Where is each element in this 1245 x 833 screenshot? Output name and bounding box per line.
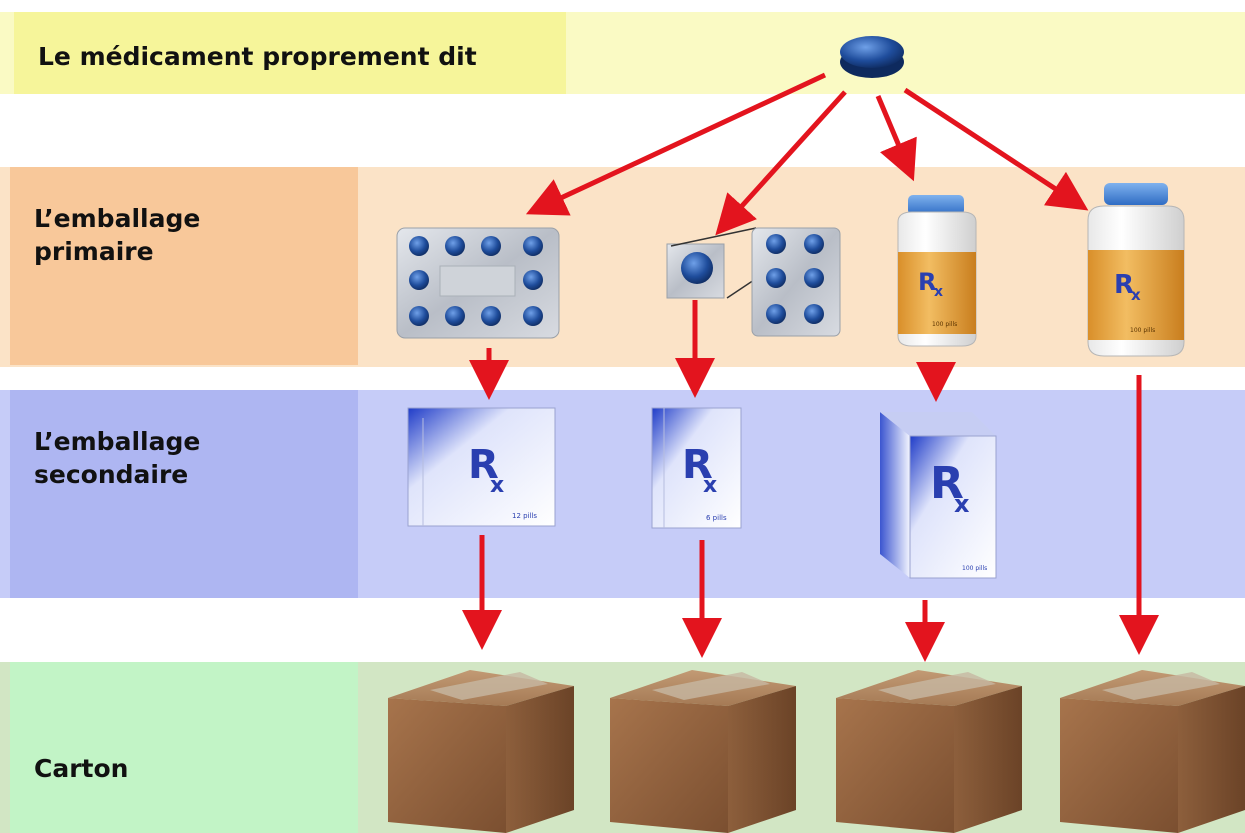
svg-text:x: x xyxy=(703,473,717,498)
medicament-label: Le médicament proprement dit xyxy=(38,42,477,71)
arrow-pill-to-single-blister xyxy=(715,90,847,236)
arrow-pill-to-small-bottle xyxy=(875,95,917,182)
blister-pack-icon xyxy=(396,227,560,339)
carton-box-icon-1 xyxy=(388,670,574,833)
carton-label: Carton xyxy=(34,754,129,783)
secondaire-label: L’emballage secondaire xyxy=(34,425,200,491)
svg-text:x: x xyxy=(954,490,970,518)
large-bottle-label: 100 pills xyxy=(1130,327,1155,334)
primaire-label-line2: primaire xyxy=(34,237,154,266)
box-12-label: 12 pills xyxy=(512,512,537,520)
secondaire-label-line2: secondaire xyxy=(34,460,189,489)
medicament-label-box xyxy=(14,12,566,94)
svg-text:x: x xyxy=(934,284,943,300)
arrow-pill-to-blister xyxy=(525,72,827,216)
secondaire-label-line1: L’emballage xyxy=(34,427,201,456)
arrows-from-pill xyxy=(525,72,1089,236)
arrows-secondary-to-carton xyxy=(462,535,945,662)
small-bottle-icon: R x 100 pills xyxy=(897,195,977,347)
svg-text:R: R xyxy=(918,268,936,296)
large-bottle-icon: R x 100 pills xyxy=(1087,183,1185,357)
single-blister-icon xyxy=(666,227,773,299)
blister-pack-6-icon xyxy=(751,227,841,337)
primaire-label-line1: L’emballage xyxy=(34,204,201,233)
carton-box-icon-3 xyxy=(836,670,1022,833)
svg-text:x: x xyxy=(1131,286,1141,304)
svg-text:x: x xyxy=(490,473,504,498)
rx-box-12-icon: R x 12 pills xyxy=(407,407,556,527)
primaire-label-box xyxy=(10,167,358,365)
arrows-primary-to-secondary xyxy=(469,300,1159,655)
svg-text:R: R xyxy=(682,442,713,488)
carton-box-icon-4 xyxy=(1060,670,1245,833)
small-bottle-label: 100 pills xyxy=(932,321,957,328)
svg-text:R: R xyxy=(468,442,499,488)
box-6-label: 6 pills xyxy=(706,514,727,522)
svg-text:R: R xyxy=(1114,270,1134,300)
primaire-label: L’emballage primaire xyxy=(34,202,200,268)
carton-label-box xyxy=(10,662,358,833)
svg-text:R: R xyxy=(930,458,964,509)
secondaire-label-box xyxy=(10,390,358,598)
carton-box-icon-2 xyxy=(610,670,796,833)
rx-box-6-icon: R x 6 pills xyxy=(651,407,742,529)
rx-box-100-icon: R x 100 pills xyxy=(880,412,997,579)
pill-icon xyxy=(840,36,904,78)
box-100-label: 100 pills xyxy=(962,565,987,572)
arrow-pill-to-large-bottle xyxy=(903,87,1089,211)
